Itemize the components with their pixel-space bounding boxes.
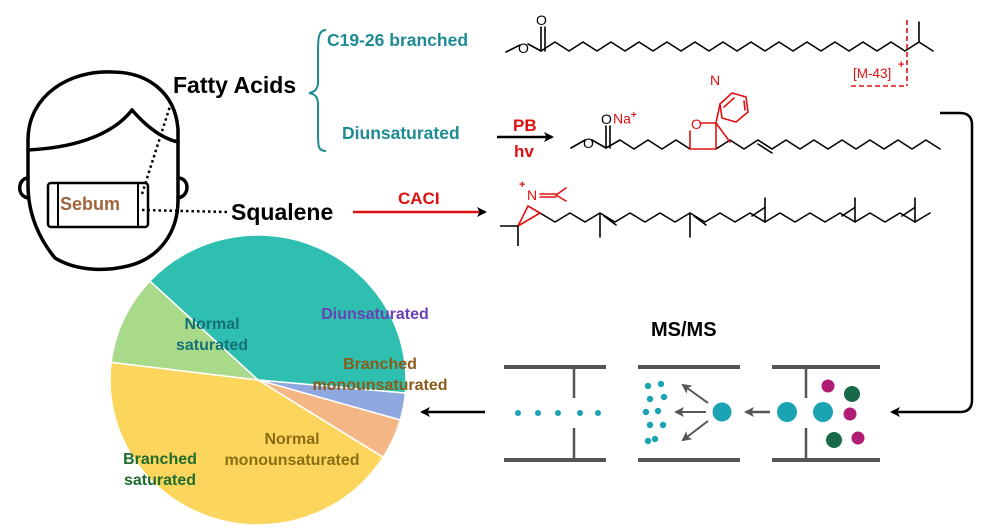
aziridine-ring xyxy=(517,187,567,227)
composition-pie xyxy=(109,234,407,526)
pie-slice-label-line: saturated xyxy=(123,471,197,489)
molecule-squalene xyxy=(539,197,931,238)
pie-slice-0 xyxy=(148,234,407,394)
sodium-label: Na+ xyxy=(613,110,637,127)
ester-oxygen-2: O xyxy=(518,40,529,56)
hair-line-right xyxy=(130,108,180,144)
fragment-marker xyxy=(851,20,908,87)
c19-branched-label: C19-26 branched xyxy=(327,30,469,50)
right-ear xyxy=(176,176,189,200)
hair-line xyxy=(26,108,134,152)
pie-slice-label-line: saturated xyxy=(175,336,249,354)
fragmentation-arrows xyxy=(674,383,709,442)
fatty-acids-label: Fatty Acids xyxy=(173,72,297,98)
sebum-label: Sebum xyxy=(60,194,121,214)
ester-oxygen-1: O xyxy=(536,12,547,28)
pb-label: PB xyxy=(513,116,537,135)
aziridine-charge: + xyxy=(519,179,526,191)
brace xyxy=(308,29,327,152)
squalene-label: Squalene xyxy=(231,199,334,225)
diunsaturated-label: Diunsaturated xyxy=(342,123,460,143)
ms-ms-label: MS/MS xyxy=(651,319,717,341)
oxetane-pyridine xyxy=(689,92,749,150)
ms-cell-3 xyxy=(772,365,880,462)
pyridine-nitrogen: N xyxy=(710,72,721,88)
pie-slice-label-2: Branched monounsaturated xyxy=(312,355,447,397)
aziridinium-nitrogen: N xyxy=(527,187,538,203)
ester-oxygen-4: O xyxy=(583,135,594,151)
pie-slice-label-1: Diunsaturated xyxy=(321,305,429,326)
pie-slice-label-0: Normal saturated xyxy=(176,315,248,357)
pie-slice-label-4: Branched saturated xyxy=(123,450,197,492)
pie-slice-label-line: Normal xyxy=(184,316,240,333)
pie-slice-4 xyxy=(110,280,261,382)
flow-connector xyxy=(890,111,974,417)
hv-label: hv xyxy=(514,142,534,161)
ms-cell-1 xyxy=(504,365,606,462)
pie-slice-label-line: monounsaturated xyxy=(312,376,448,394)
dotted-connector-fatty xyxy=(140,99,174,195)
molecule-squalene-head xyxy=(500,225,519,246)
pie-slice-label-line: Branched xyxy=(343,356,417,373)
pie-slice-3 xyxy=(109,361,385,526)
pie-slice-label-line: Branched xyxy=(123,451,197,468)
caci-label: CACI xyxy=(398,189,440,208)
pie-slice-label-line: Normal xyxy=(264,431,320,448)
oxetane-oxygen: O xyxy=(691,116,702,132)
ms-cell-2 xyxy=(638,365,740,462)
ester-oxygen-3: O xyxy=(601,111,612,127)
molecule-pb-product xyxy=(570,125,941,154)
left-ear xyxy=(18,176,30,200)
pie-slice-label-line: Diunsaturated xyxy=(321,306,429,323)
pie-slice-label-line: monounsaturated xyxy=(224,451,360,469)
m43-label: [M-43] xyxy=(853,66,892,81)
molecule-branched-ester xyxy=(505,21,934,53)
m43-charge: + xyxy=(898,59,905,71)
pie-slice-label-3: Normal monounsaturated xyxy=(224,430,359,472)
dotted-connector-squalene xyxy=(141,208,229,214)
sebum-patch xyxy=(46,181,150,229)
head-icon xyxy=(18,70,189,272)
